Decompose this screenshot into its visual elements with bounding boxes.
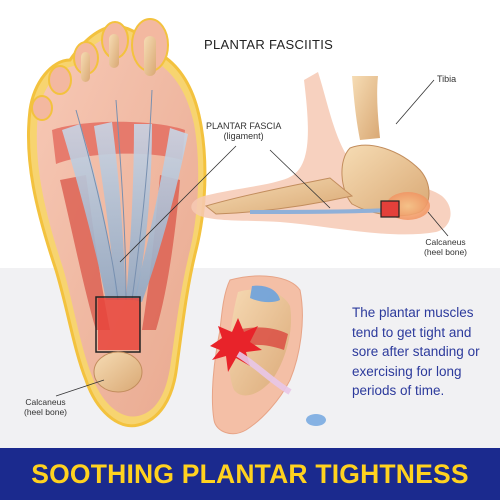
- fascia-leader: [119, 145, 237, 263]
- heel-pain-diagram: [210, 275, 326, 435]
- tibia-bone: [352, 76, 380, 140]
- page-title: PLANTAR FASCIITIS: [204, 37, 334, 52]
- toe-5: [31, 95, 53, 121]
- fascia-band-3: [126, 124, 152, 300]
- calcaneus-label-left-main: Calcaneus: [25, 397, 66, 407]
- plantar-fascia-label: PLANTAR FASCIA (ligament): [206, 121, 281, 142]
- fascia-leader-right: [269, 149, 331, 209]
- toe-bone-big: [144, 36, 156, 76]
- fascia-band-4: [134, 128, 188, 302]
- banner: SOOTHING PLANTAR TIGHTNESS: [0, 448, 500, 500]
- sole-diagram: [26, 18, 237, 428]
- toe-bone-3: [81, 52, 90, 82]
- inflamed-area: [98, 298, 140, 350]
- calcaneus-label-right-sub: (heel bone): [424, 246, 468, 257]
- fascia-band-2: [94, 122, 126, 300]
- toe-4: [48, 65, 72, 95]
- heel-bone: [93, 351, 143, 393]
- banner-text: SOOTHING PLANTAR TIGHTNESS: [31, 458, 469, 489]
- calcaneus-left-leader: [55, 379, 105, 397]
- plantar-fascia-label-main: PLANTAR FASCIA: [206, 121, 282, 131]
- side-fascia: [249, 208, 393, 214]
- plantar-fascia-label-sub: (ligament): [223, 131, 264, 142]
- fascia-line-1: [75, 109, 119, 301]
- calcaneus-label-left: Calcaneus (heel bone): [24, 397, 68, 418]
- pain-burst: [210, 318, 262, 372]
- fascia-band: [62, 124, 118, 300]
- tibia-label: Tibia: [437, 74, 457, 84]
- fascia-line-3: [131, 89, 153, 301]
- heel-toe-blue: [306, 414, 326, 426]
- tibia-leader: [395, 79, 435, 125]
- calcaneus-label-left-sub: (heel bone): [24, 406, 68, 417]
- caption-text: The plantar muscles tend to get tight an…: [352, 305, 480, 398]
- side-inflammation-box: [380, 200, 400, 218]
- calcaneus-right-leader: [427, 211, 449, 237]
- calcaneus-label-right: Calcaneus (heel bone): [424, 237, 468, 258]
- side-view-diagram: [191, 72, 451, 237]
- calcaneus-label-right-main: Calcaneus: [425, 237, 466, 247]
- fascia-line-2: [115, 99, 127, 301]
- muscle-medial: [142, 175, 180, 330]
- pain-fascia: [236, 351, 292, 395]
- heel-blue-cartilage: [250, 285, 280, 303]
- toe-bone-2: [109, 34, 119, 68]
- muscle-lateral: [60, 175, 110, 330]
